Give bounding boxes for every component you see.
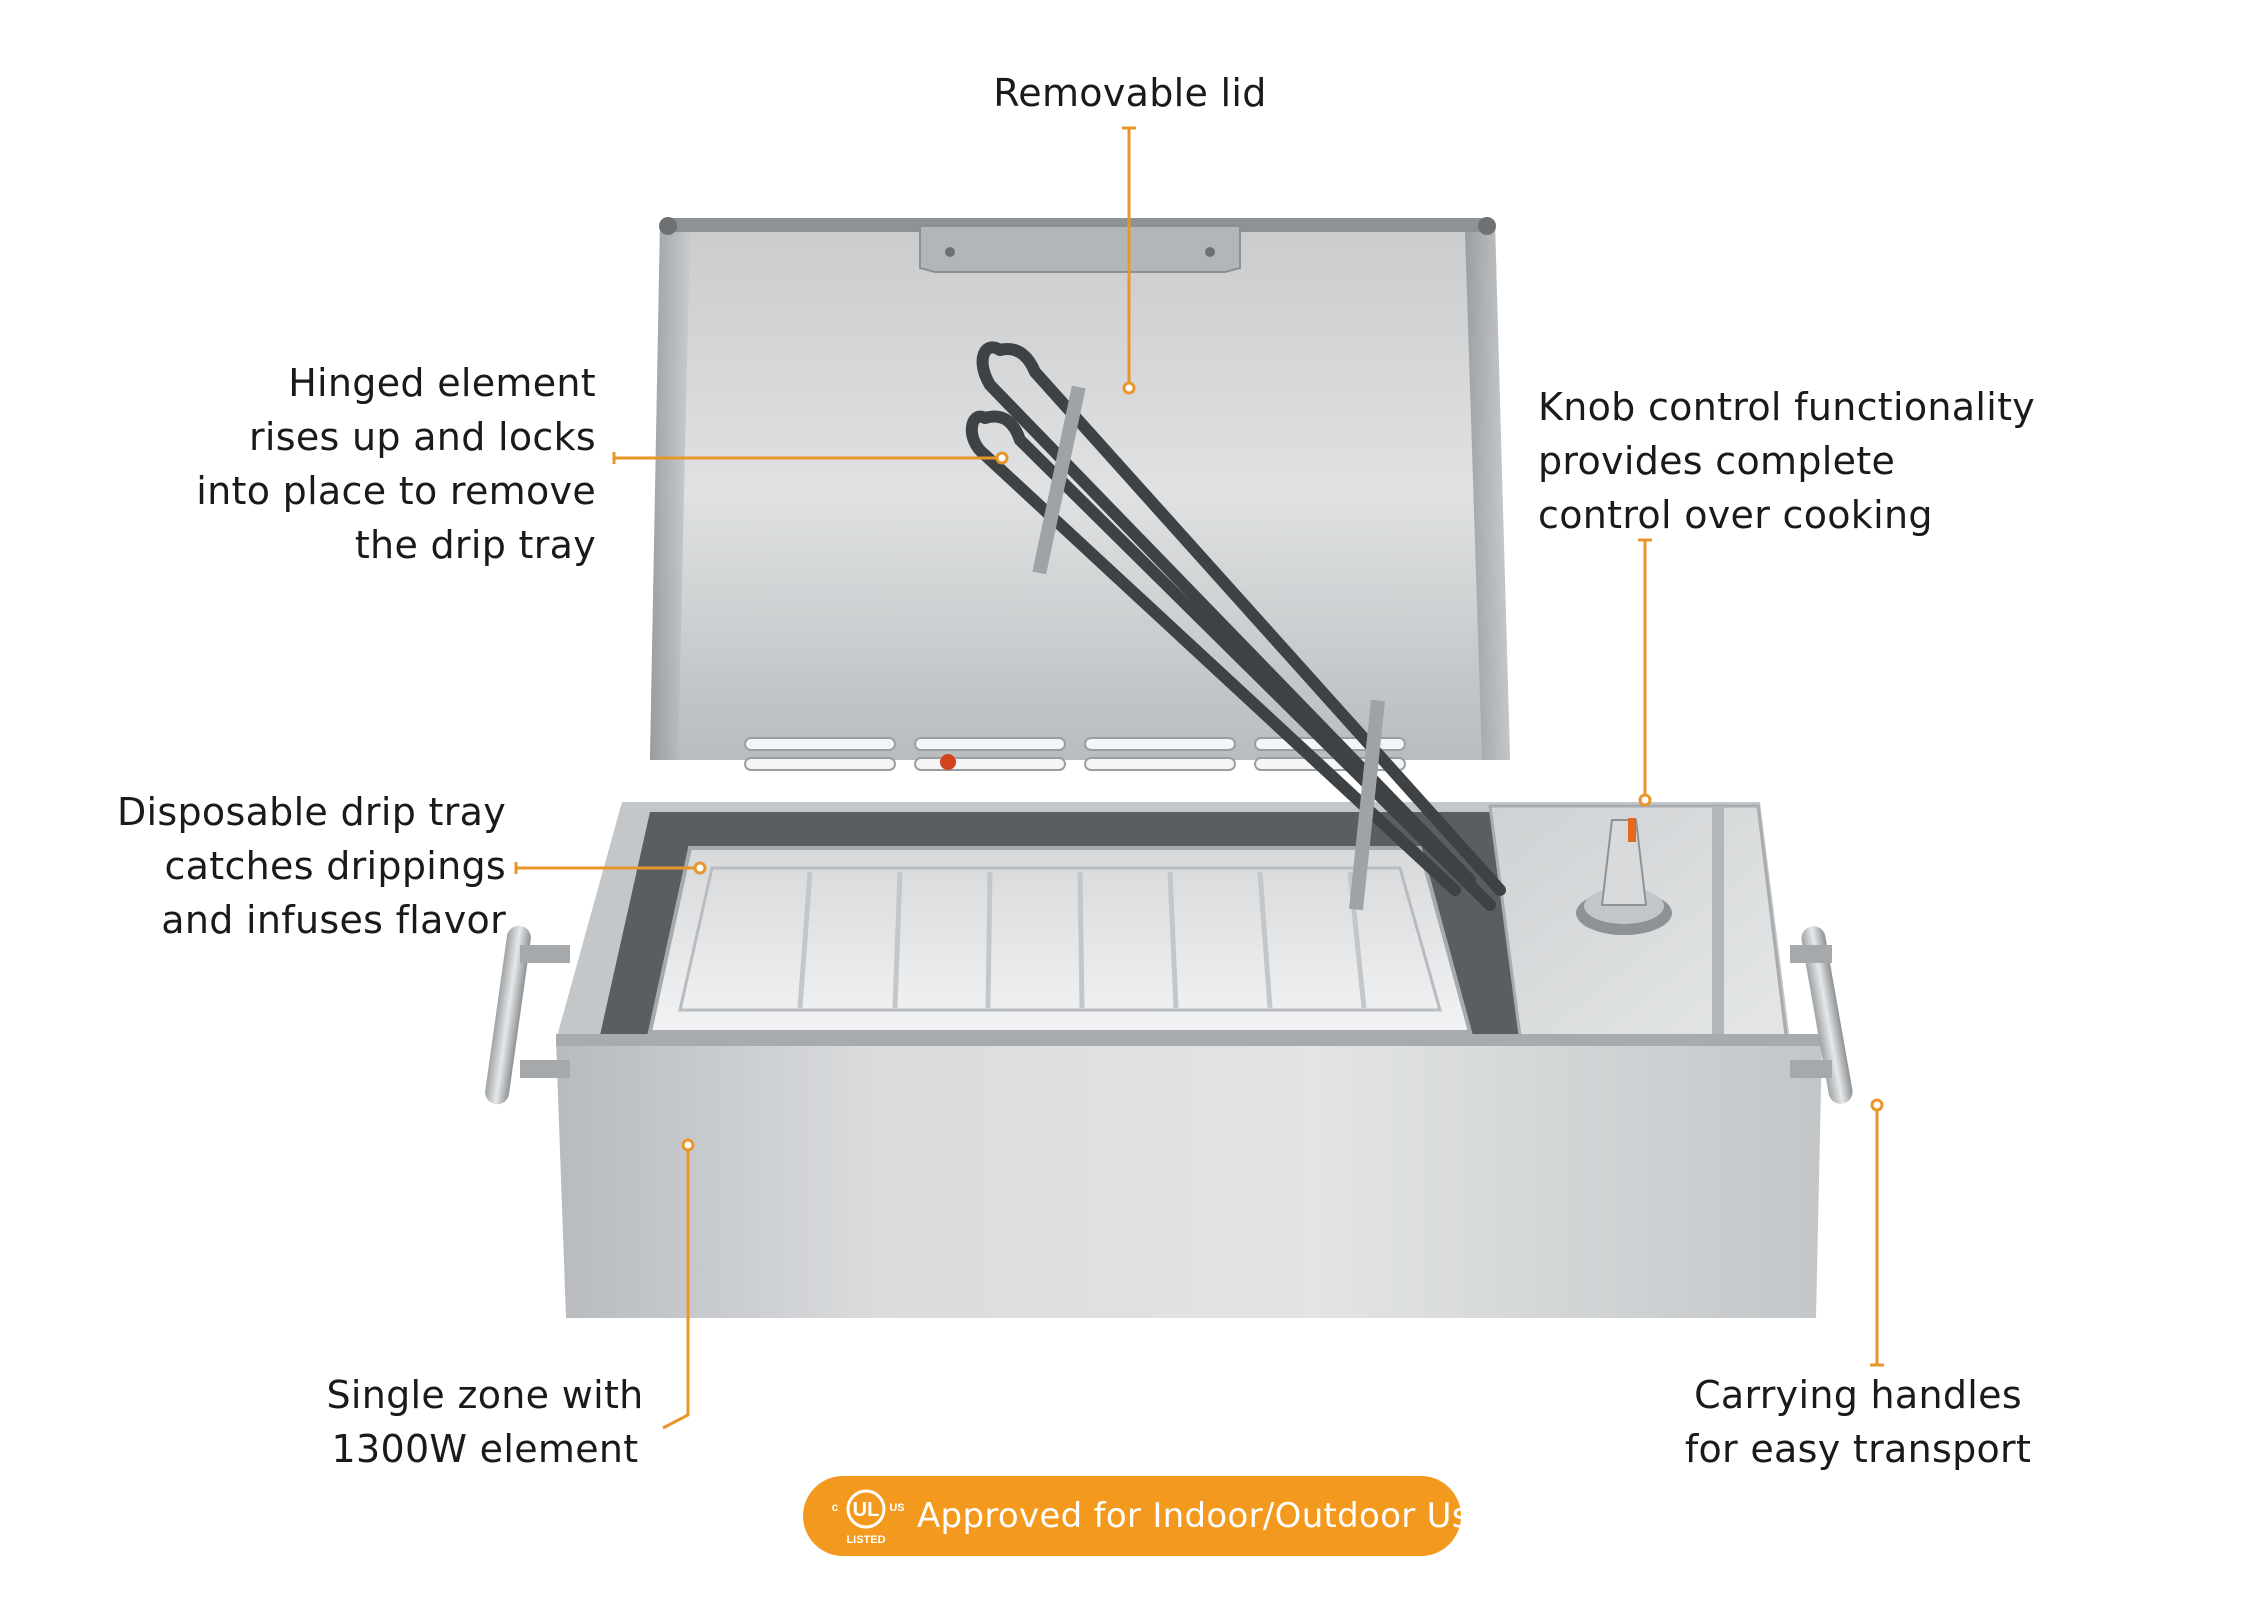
- ul-logo-icon: UL c US LISTED: [832, 1489, 905, 1546]
- control-knob: [1576, 818, 1672, 935]
- svg-text:UL: UL: [853, 1499, 880, 1521]
- svg-text:US: US: [889, 1502, 904, 1514]
- leader-dots: [681, 381, 1884, 1152]
- indoor-outdoor-approval-badge: UL c US LISTED Approved for Indoor/Outdo…: [803, 1476, 1491, 1556]
- right-handle: [1790, 926, 1853, 1104]
- callout-drip-tray: Disposable drip tray catches drippings a…: [116, 790, 506, 942]
- callout-removable-lid: Removable lid: [993, 71, 1267, 115]
- svg-text:c: c: [832, 1500, 839, 1514]
- badge-text: Approved for Indoor/Outdoor Use: [917, 1496, 1492, 1536]
- grill-body: [556, 802, 1822, 1318]
- callout-carrying-handles: Carrying handles for easy transport: [1684, 1373, 2032, 1471]
- ul-listed-logo: UL c US LISTED: [825, 1485, 907, 1547]
- leader-lines: [514, 126, 1884, 1430]
- heating-element: [965, 341, 1506, 911]
- drip-tray: [647, 846, 1473, 1034]
- svg-text:LISTED: LISTED: [846, 1534, 885, 1546]
- left-handle: [485, 925, 570, 1105]
- callout-knob-control: Knob control functionality provides comp…: [1538, 385, 2036, 537]
- callout-hinged-element: Hinged element rises up and locks into p…: [196, 361, 596, 567]
- callout-single-zone: Single zone with 1300W element: [326, 1373, 644, 1471]
